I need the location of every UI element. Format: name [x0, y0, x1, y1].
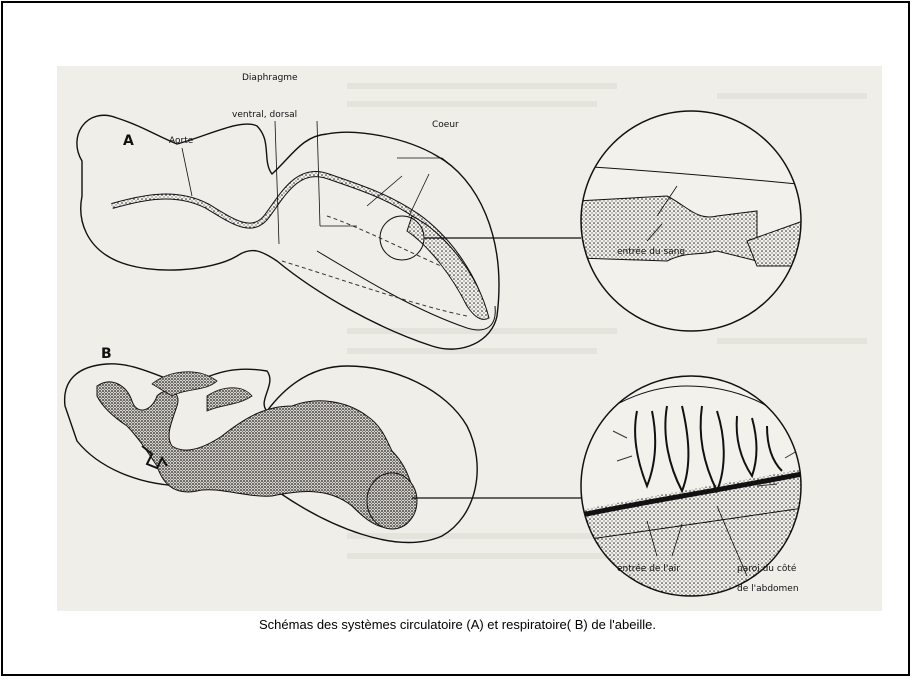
panel-b-diagram	[65, 364, 581, 543]
panel-b-letter: B	[101, 346, 112, 362]
panel-a-diagram	[77, 115, 581, 349]
label-entree-sang: entrée du sang	[617, 246, 685, 257]
diaphragm-line	[282, 261, 467, 316]
panel-a-magnified-view	[577, 111, 817, 331]
panel-b-magnified-view	[577, 376, 817, 611]
label-aorte: Aorte	[169, 136, 194, 146]
label-ventral-dorsal: ventral, dorsal	[232, 110, 297, 120]
label-diaphragme: Diaphragme	[242, 73, 298, 83]
air-sacs	[97, 382, 414, 528]
label-paroi-line1: paroi du côté	[737, 563, 797, 574]
label-coeur: Coeur	[432, 120, 459, 130]
bee-anatomy-figure: A Diaphragme ventral, dorsal Aorte Coeur…	[57, 66, 882, 611]
figure-caption: Schémas des systèmes circulatoire (A) et…	[0, 617, 915, 632]
label-paroi-line2: de l'abdomen	[737, 584, 799, 594]
panel-a-letter: A	[123, 133, 134, 149]
label-entree-air: entrée de l'air	[617, 563, 680, 574]
